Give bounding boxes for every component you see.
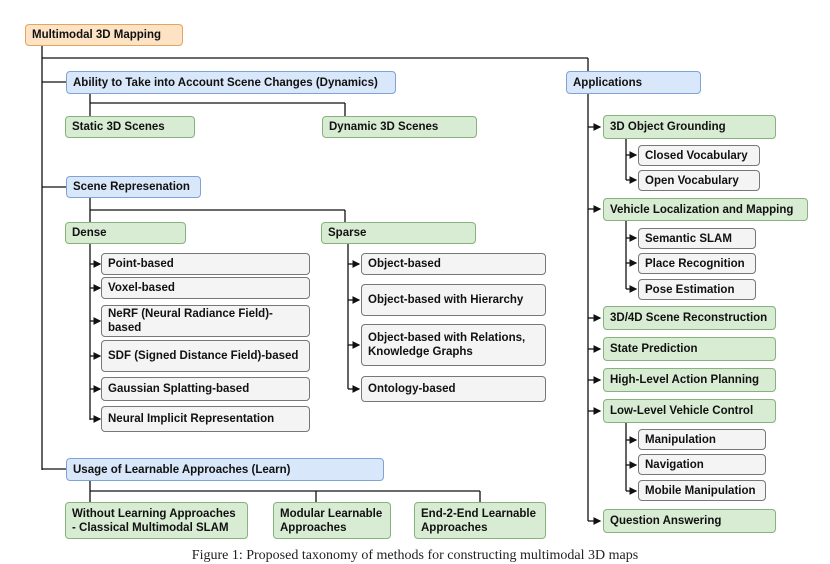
learn-node: Usage of Learnable Approaches (Learn) [66, 458, 384, 481]
dense-item: Point-based [101, 253, 310, 275]
static-scenes-node: Static 3D Scenes [65, 116, 195, 138]
localization-node: Vehicle Localization and Mapping [603, 198, 808, 221]
dense-item: Voxel-based [101, 277, 310, 299]
grounding-item: Open Vocabulary [638, 170, 760, 191]
learn-item: Modular Learnable Approaches [273, 502, 391, 539]
figure-caption: Figure 1: Proposed taxonomy of methods f… [191, 548, 639, 563]
dense-item: Neural Implicit Representation [101, 406, 310, 432]
dense-item: NeRF (Neural Radiance Field)-based [101, 305, 310, 337]
dynamic-scenes-node: Dynamic 3D Scenes [322, 116, 477, 138]
learn-item: Without Learning Approaches - Classical … [65, 502, 248, 539]
grounding-node: 3D Object Grounding [603, 115, 776, 139]
localization-item: Pose Estimation [638, 279, 756, 300]
reconstruction-node: 3D/4D Scene Reconstruction [603, 306, 776, 330]
sparse-item: Ontology-based [361, 376, 546, 402]
grounding-item: Closed Vocabulary [638, 145, 760, 166]
dense-item: Gaussian Splatting-based [101, 377, 310, 401]
learn-item: End-2-End Learnable Approaches [414, 502, 546, 539]
control-item: Mobile Manipulation [638, 480, 766, 501]
localization-item: Place Recognition [638, 253, 756, 274]
question-answering-node: Question Answering [603, 509, 776, 533]
applications-node: Applications [566, 71, 701, 94]
dynamics-node: Ability to Take into Account Scene Chang… [66, 71, 396, 94]
sparse-node: Sparse [321, 222, 476, 244]
action-planning-node: High-Level Action Planning [603, 368, 776, 392]
control-item: Manipulation [638, 429, 766, 450]
state-prediction-node: State Prediction [603, 337, 776, 361]
root-node: Multimodal 3D Mapping [25, 24, 183, 46]
localization-item: Semantic SLAM [638, 228, 756, 249]
representation-node: Scene Represenation [66, 176, 201, 198]
sparse-item: Object-based with Hierarchy [361, 284, 546, 316]
dense-node: Dense [65, 222, 186, 244]
vehicle-control-node: Low-Level Vehicle Control [603, 399, 776, 423]
sparse-item: Object-based [361, 253, 546, 275]
dense-item: SDF (Signed Distance Field)-based [101, 340, 310, 372]
sparse-item: Object-based with Relations, Knowledge G… [361, 324, 546, 366]
control-item: Navigation [638, 454, 766, 475]
